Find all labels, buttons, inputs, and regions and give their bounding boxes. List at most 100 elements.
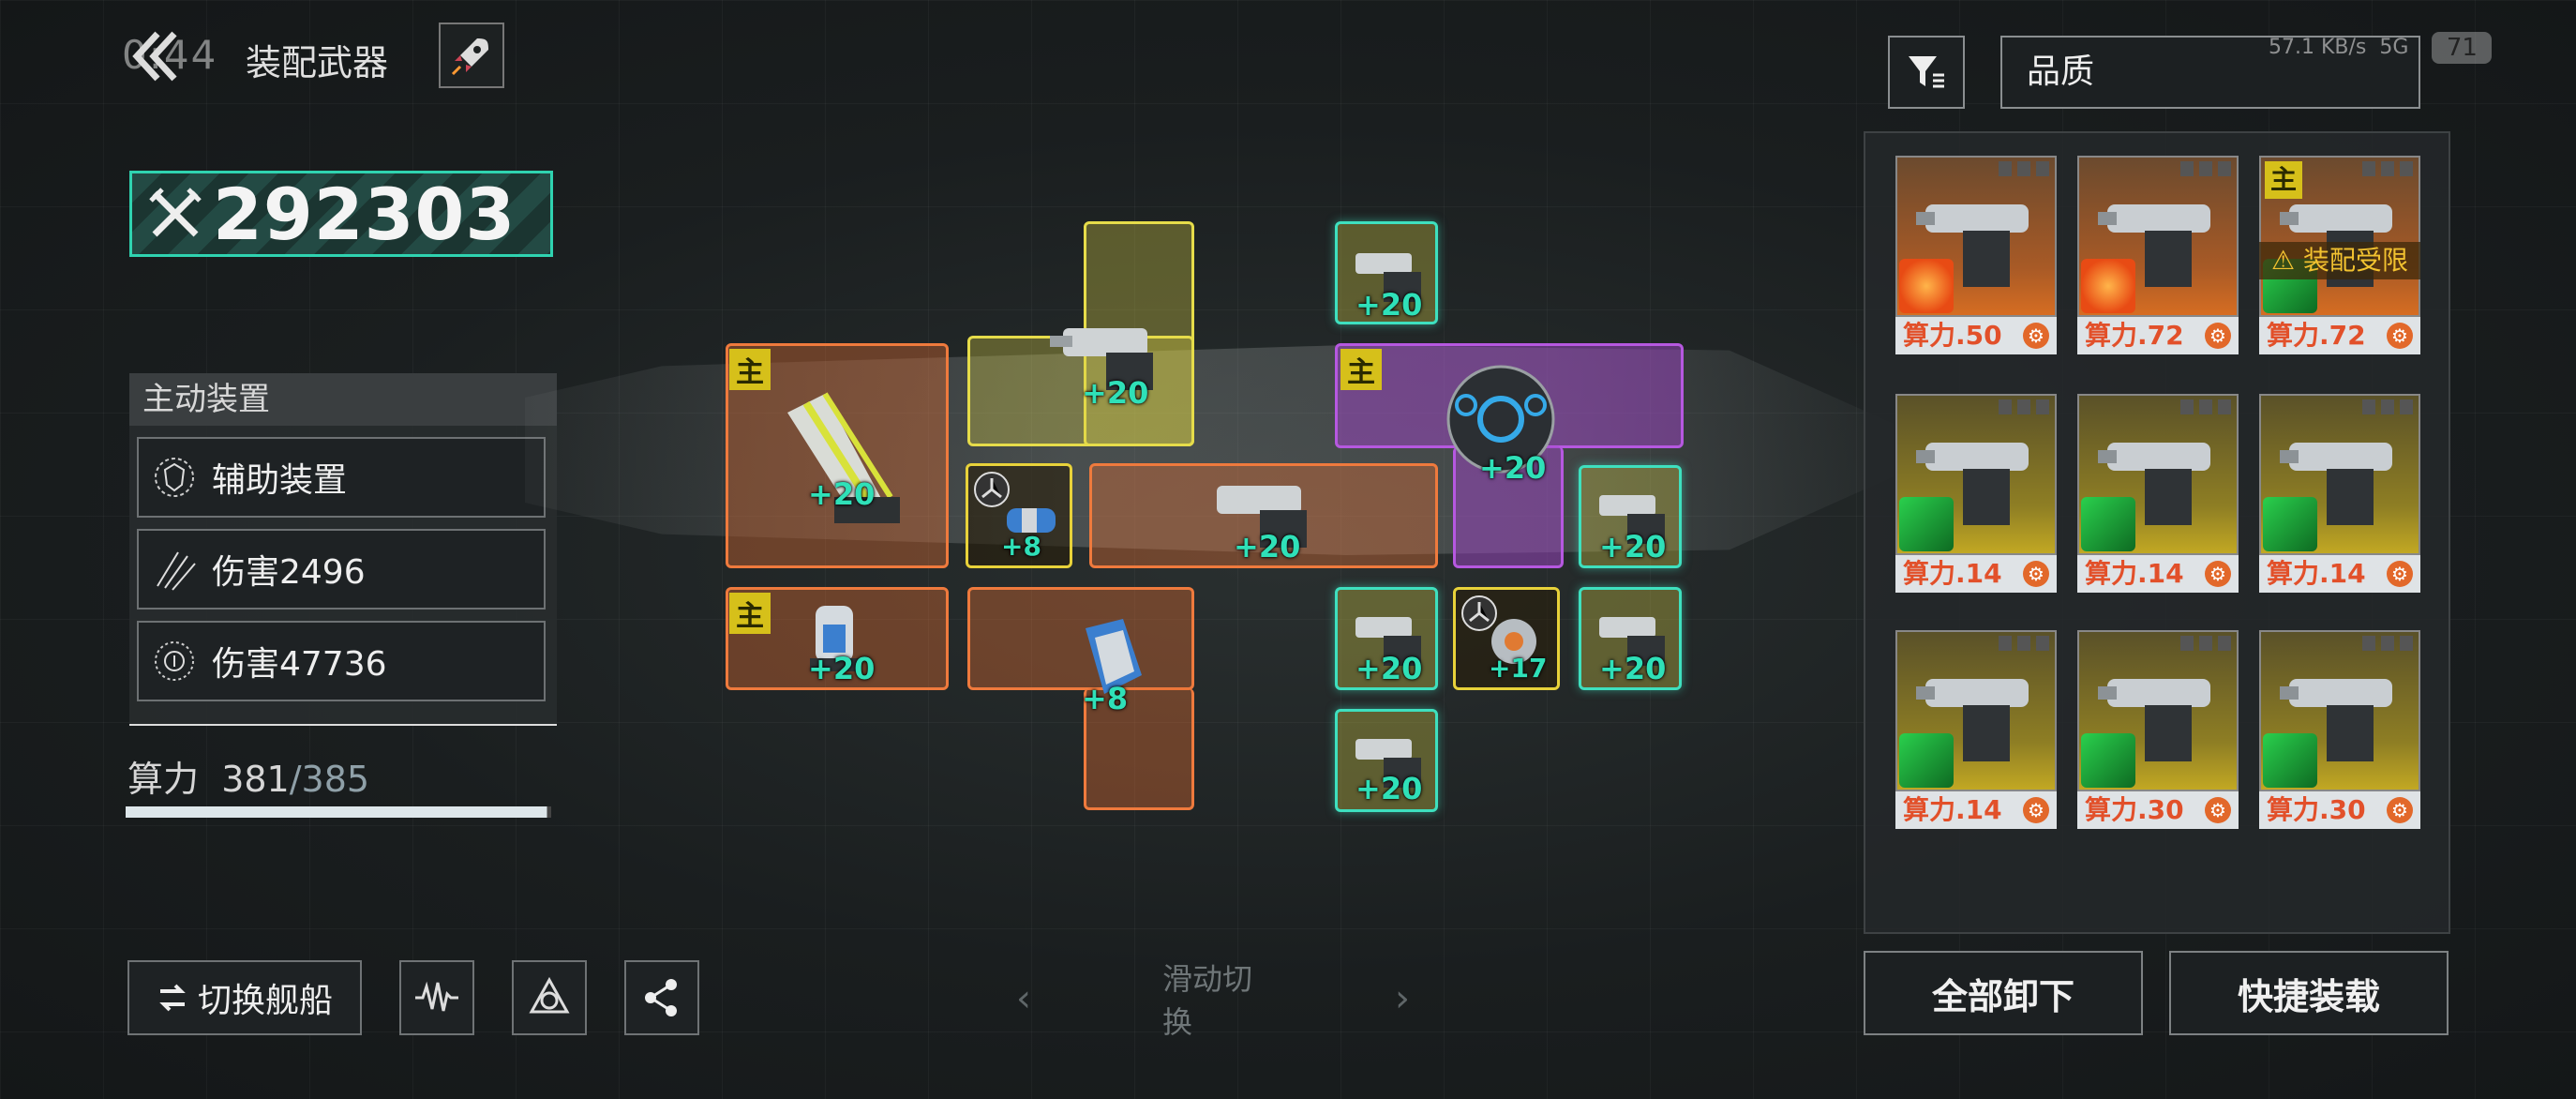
page-title: 装配武器 [246, 42, 389, 83]
slot-bonus: +20 [1234, 529, 1301, 565]
slot-orange-bottom-stem[interactable] [1084, 688, 1194, 810]
equipment-card[interactable]: 算力.72⚙ [2077, 156, 2239, 356]
slot-size-indicator [2180, 636, 2233, 651]
equip-restricted-badge: ⚠ 装配受限 [2259, 242, 2420, 279]
ship-type-button[interactable] [439, 23, 504, 88]
equipment-card[interactable]: 算力.14 ⚙ [2077, 394, 2239, 595]
slot-bonus: +8 [1082, 681, 1129, 716]
compute-cost-label: 算力.72 [2085, 320, 2184, 351]
weapon-icon [2098, 204, 2210, 287]
unload-all-button[interactable]: 全部卸下 [1864, 951, 2143, 1035]
slot-orange-bottom-wide[interactable] [967, 587, 1194, 690]
weapon-icon [2280, 443, 2392, 525]
quality-sort-dropdown[interactable]: 品质 [2000, 36, 2420, 109]
autocannon-icon [1599, 617, 1665, 666]
slot-bonus: +20 [1355, 651, 1423, 686]
chevron-right-icon[interactable]: › [1395, 977, 1410, 1020]
claw-strike-icon [157, 551, 196, 591]
compute-cost: 算力.30⚙ [2077, 791, 2239, 829]
plasma-pod-icon [1086, 619, 1142, 694]
support-emblem-icon [974, 472, 1010, 507]
compute-cost-label: 算力.50 [1903, 320, 2002, 351]
weapon-icon [1916, 443, 2029, 525]
compute-cost-label: 算力.14 [1903, 558, 2002, 589]
device-label: 伤害2496 [212, 553, 366, 592]
equipment-inventory: 算力.50⚙算力.72⚙主⚠ 装配受限算力.72⚙算力.14⚙算力.14⚙算力.… [1864, 131, 2450, 934]
battery-indicator: 71 [2432, 32, 2493, 64]
compute-capacity: 算力 381/385 [127, 750, 369, 802]
crossed-swords-icon [149, 188, 202, 237]
equipment-card[interactable]: 算力.30⚙ [2077, 630, 2239, 831]
autocannon-icon [1355, 739, 1421, 788]
compute-cost-label: 算力.14 [2267, 558, 2366, 589]
slot-bonus: +20 [1355, 287, 1423, 323]
main-slot-tag: 主 [729, 349, 771, 390]
compute-progress-bar [126, 806, 551, 818]
weapon-icon [1916, 204, 2029, 287]
filter-button[interactable] [1888, 36, 1965, 109]
orb-device-icon [1491, 619, 1536, 664]
compute-cost-label: 算力.72 [2267, 320, 2366, 351]
compute-cost: 算力.72⚙ [2077, 317, 2239, 354]
equipment-card[interactable]: 算力.14⚙ [2259, 394, 2420, 595]
compute-cost: 算力.14⚙ [1895, 555, 2057, 593]
fire-element-icon [2081, 259, 2135, 313]
share-icon [645, 979, 677, 1016]
weapon-icon [2098, 443, 2210, 525]
equipment-art [2259, 630, 2420, 791]
device-row-damage-2[interactable]: 伤害47736 [137, 621, 546, 701]
weapon-icon [1916, 679, 2029, 761]
quality-label: 品质 [2027, 53, 2095, 91]
device-row-damage-1[interactable]: 伤害2496 [137, 529, 546, 610]
equipment-card[interactable]: 主⚠ 装配受限算力.72⚙ [2259, 156, 2420, 356]
network-speed: 57.1 KB/s [2269, 36, 2367, 59]
slot-bonus: +17 [1489, 653, 1548, 684]
slot-bonus: +20 [1479, 450, 1547, 486]
slot-size-indicator [2180, 399, 2233, 414]
slot-bonus: +20 [1082, 375, 1149, 411]
equipment-card[interactable]: 算力.14⚙ [1895, 394, 2057, 595]
switch-ship-button[interactable]: 切换舰船 [127, 960, 362, 1035]
device-label: 伤害47736 [212, 645, 387, 684]
kinetic-element-icon [1899, 497, 1954, 551]
back-button[interactable] [129, 28, 182, 84]
compute-cost: 算力.14 ⚙ [2077, 555, 2239, 593]
rocket-icon [451, 38, 488, 76]
slot-size-indicator [1999, 161, 2051, 176]
formation-button[interactable] [512, 960, 587, 1035]
slot-bonus: +20 [1599, 529, 1667, 565]
share-button[interactable] [624, 960, 699, 1035]
quick-load-button[interactable]: 快捷装载 [2169, 951, 2449, 1035]
cannon-turret-icon [1050, 328, 1153, 390]
gear-icon: ⚙ [2205, 561, 2231, 587]
chevron-left-icon[interactable]: ‹ [1016, 977, 1031, 1020]
slot-size-indicator [2362, 636, 2415, 651]
equipment-card[interactable]: 算力.50⚙ [1895, 156, 2057, 356]
compute-label: 算力 [127, 759, 200, 800]
slot-size-indicator [1999, 399, 2051, 414]
swap-arrows-icon [159, 984, 186, 1012]
support-emblem-icon [1461, 595, 1497, 631]
system-status-bar: 57.1 KB/s 5G 71 [2269, 32, 2493, 64]
equipment-card[interactable]: 算力.14⚙ [1895, 630, 2057, 831]
slot-size-indicator [2362, 161, 2415, 176]
compute-max: /385 [289, 759, 370, 800]
equipment-card[interactable]: 算力.30⚙ [2259, 630, 2420, 831]
compute-cost-label: 算力.14 [2085, 558, 2184, 589]
slot-bonus: +20 [808, 651, 876, 686]
waveform-button[interactable] [399, 960, 474, 1035]
slot-bonus: +8 [1001, 531, 1041, 562]
compute-cost: 算力.50⚙ [1895, 317, 2057, 354]
autocannon-icon [1355, 253, 1421, 302]
cannon-turret-icon [1217, 486, 1307, 548]
gear-icon: ⚙ [2205, 797, 2231, 823]
slot-bonus: +20 [808, 476, 876, 512]
device-row-support[interactable]: 辅助装置 [137, 437, 546, 518]
slot-size-indicator [2180, 161, 2233, 176]
kinetic-element-icon [1899, 733, 1954, 788]
sphere-core-icon [1446, 365, 1555, 474]
active-device-panel: 主动装置 辅助装置 伤害2496 伤害47736 [129, 373, 557, 726]
slot-bonus: +20 [1355, 771, 1423, 806]
fire-element-icon [1899, 259, 1954, 313]
radial-target-icon [155, 641, 194, 681]
